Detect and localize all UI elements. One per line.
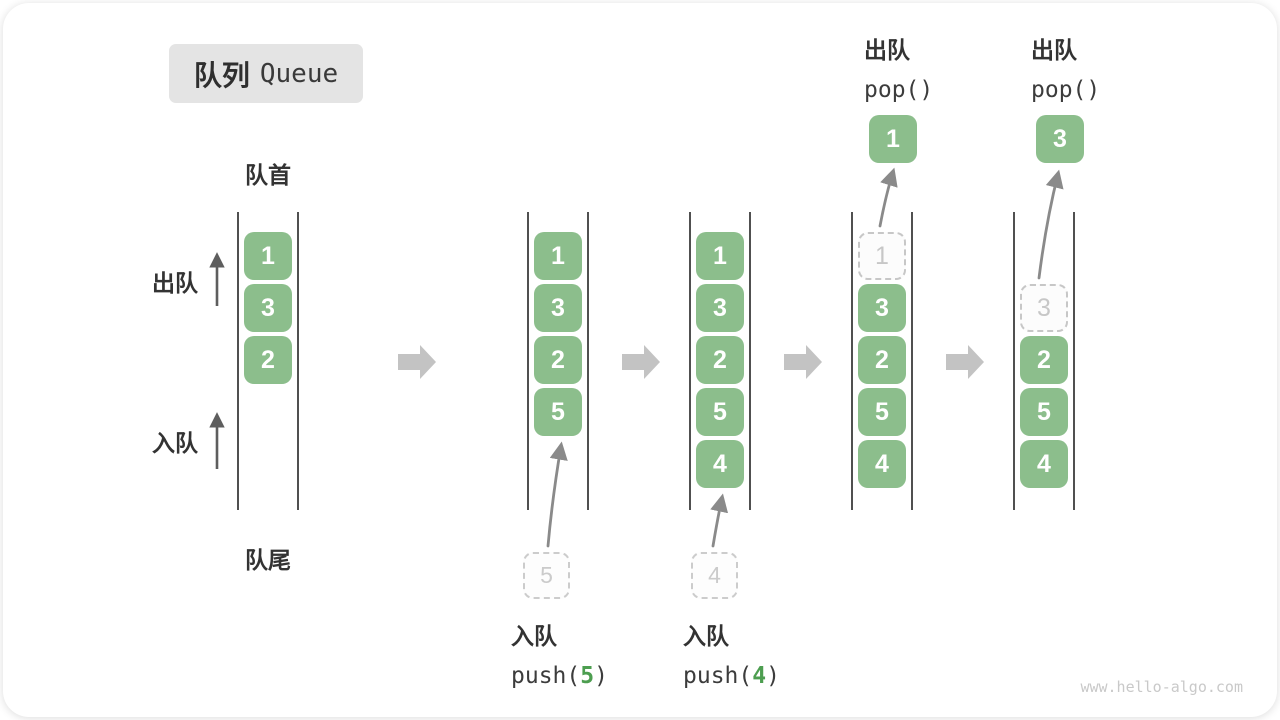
pop1-zh-label: 出队	[864, 37, 910, 63]
queue-element: 2	[696, 336, 744, 384]
queue-element-removed-ghost: 1	[858, 232, 906, 280]
queue-element: 1	[534, 232, 582, 280]
queue-wall-left	[689, 212, 691, 510]
code-arg: 4	[752, 663, 767, 689]
queue-element: 4	[858, 440, 906, 488]
queue-state-2: 1 3 2 5	[527, 212, 589, 510]
queue-element: 5	[1020, 388, 1068, 436]
push5-zh-label: 入队	[511, 623, 557, 649]
queue-element: 5	[858, 388, 906, 436]
pop2-zh-label: 出队	[1031, 37, 1077, 63]
title-box: 队列 Queue	[169, 44, 363, 103]
enqueue-ghost-block: 5	[523, 552, 570, 599]
diagram-card	[3, 3, 1277, 717]
code-arg: 5	[580, 663, 595, 689]
queue-state-3: 1 3 2 5 4	[689, 212, 751, 510]
title-zh: 队列	[193, 59, 250, 91]
queue-element-removed-ghost: 3	[1020, 284, 1068, 332]
dequeue-side-label: 出队	[152, 270, 198, 296]
queue-element: 4	[1020, 440, 1068, 488]
queue-element: 2	[858, 336, 906, 384]
push4-operation-label: 入队 push(4)	[683, 617, 780, 689]
queue-element: 2	[534, 336, 582, 384]
queue-wall-left	[1013, 212, 1015, 510]
queue-wall-right	[1073, 212, 1075, 510]
queue-element: 5	[534, 388, 582, 436]
queue-element: 2	[1020, 336, 1068, 384]
queue-rear-label: 队尾	[245, 547, 291, 573]
code-text: )	[766, 663, 780, 689]
queue-wall-right	[911, 212, 913, 510]
queue-front-label: 队首	[245, 162, 291, 188]
pop1-code-label: pop()	[864, 77, 934, 103]
queue-element: 2	[244, 336, 292, 384]
enqueue-side-label: 入队	[152, 430, 198, 456]
code-text: push(	[511, 663, 581, 689]
queue-state-4: 1 3 2 5 4	[851, 212, 913, 510]
pop1-operation-label: 出队 pop()	[864, 31, 933, 103]
code-text: push(	[683, 663, 753, 689]
queue-element: 5	[696, 388, 744, 436]
queue-element: 3	[696, 284, 744, 332]
enqueue-ghost-block: 4	[691, 552, 738, 599]
queue-wall-right	[297, 212, 299, 510]
queue-wall-left	[527, 212, 529, 510]
watermark: www.hello-algo.com	[1080, 678, 1243, 696]
queue-wall-left	[237, 212, 239, 510]
push5-code-label: push(5)	[511, 663, 608, 689]
queue-element: 3	[244, 284, 292, 332]
queue-element: 3	[858, 284, 906, 332]
push4-code-label: push(4)	[683, 663, 780, 689]
queue-wall-right	[749, 212, 751, 510]
code-text: )	[594, 663, 608, 689]
queue-wall-right	[587, 212, 589, 510]
title-en: Queue	[259, 58, 339, 89]
dequeued-block: 1	[869, 115, 917, 163]
pop2-operation-label: 出队 pop()	[1031, 31, 1100, 103]
push5-operation-label: 入队 push(5)	[511, 617, 608, 689]
push4-zh-label: 入队	[683, 623, 729, 649]
queue-state-5: 3 2 5 4	[1013, 212, 1075, 510]
queue-state-1: 1 3 2	[237, 212, 299, 510]
queue-element: 4	[696, 440, 744, 488]
queue-wall-left	[851, 212, 853, 510]
queue-element: 3	[534, 284, 582, 332]
pop2-code-label: pop()	[1031, 77, 1101, 103]
queue-element: 1	[244, 232, 292, 280]
dequeued-block: 3	[1036, 115, 1084, 163]
queue-element: 1	[696, 232, 744, 280]
